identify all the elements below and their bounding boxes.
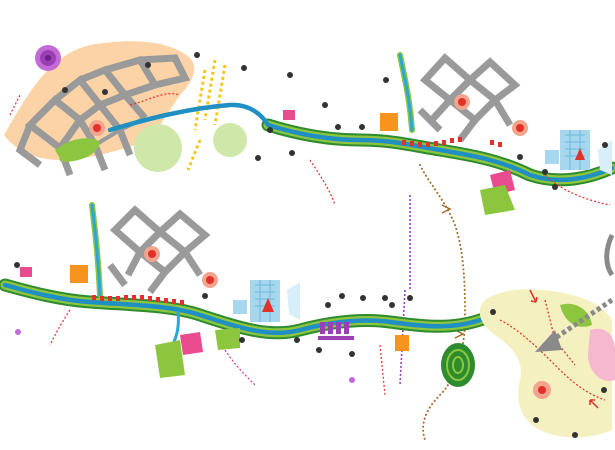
pin-dot-icon	[62, 52, 608, 190]
direction-arrow-icon	[535, 297, 614, 352]
dashed-route-top-1	[129, 93, 181, 106]
tributary-blue-bottom	[90, 203, 102, 297]
yellow-path-4	[186, 139, 202, 171]
building-cluster-icon	[545, 130, 612, 175]
park-green-inner	[560, 303, 592, 327]
landmark-marker-icon[interactable]	[35, 45, 61, 71]
dashed-route-top-2	[309, 159, 336, 206]
park-pink-inner	[588, 328, 615, 381]
facility-square-bottom-mid	[395, 335, 409, 351]
tree-canopy-icon	[213, 123, 247, 157]
red-arrow	[529, 289, 538, 303]
landmark-marker-icon	[15, 329, 355, 383]
grey-arc	[604, 233, 615, 277]
elliptical-plaza-icon[interactable]	[441, 343, 475, 387]
river-top	[107, 102, 615, 183]
yellow-path-1	[193, 69, 207, 131]
tree-canopy-icon	[134, 124, 182, 172]
dashed-route-bottom-3	[224, 349, 256, 386]
direction-arrow-icon	[441, 204, 452, 214]
street-grid-right-top	[417, 53, 521, 143]
building-cluster-icon	[233, 280, 300, 322]
dashed-route-top-3	[544, 174, 611, 206]
pink-building	[283, 110, 295, 120]
yellow-path-2	[203, 59, 217, 121]
pink-building	[180, 332, 203, 355]
tributary-blue-top	[398, 53, 414, 132]
green-block-bottom	[155, 340, 185, 378]
facility-square-top	[380, 113, 398, 131]
green-block-bottom-2	[215, 328, 240, 350]
red-marker-row-top	[402, 137, 502, 147]
brown-dotted-trail	[419, 164, 467, 441]
bottom-strip	[0, 202, 615, 438]
purple-building-cluster	[318, 322, 354, 340]
dashed-route-bottom-2	[379, 344, 386, 396]
pin-dot-icon	[14, 262, 607, 438]
top-strip	[4, 41, 615, 215]
street-grid-bottom	[107, 205, 211, 295]
dashed-route-park-1	[499, 319, 606, 401]
yellow-path-3	[213, 64, 227, 126]
green-patch-town	[55, 138, 100, 162]
activity-node-icon[interactable]	[533, 381, 551, 399]
dashed-route-bottom-1	[49, 309, 71, 346]
red-marker-row-bottom	[92, 295, 184, 305]
pink-building	[20, 267, 32, 277]
facility-square-bottom-left	[70, 265, 88, 283]
red-arrow	[589, 399, 599, 409]
green-block-top	[480, 185, 515, 215]
